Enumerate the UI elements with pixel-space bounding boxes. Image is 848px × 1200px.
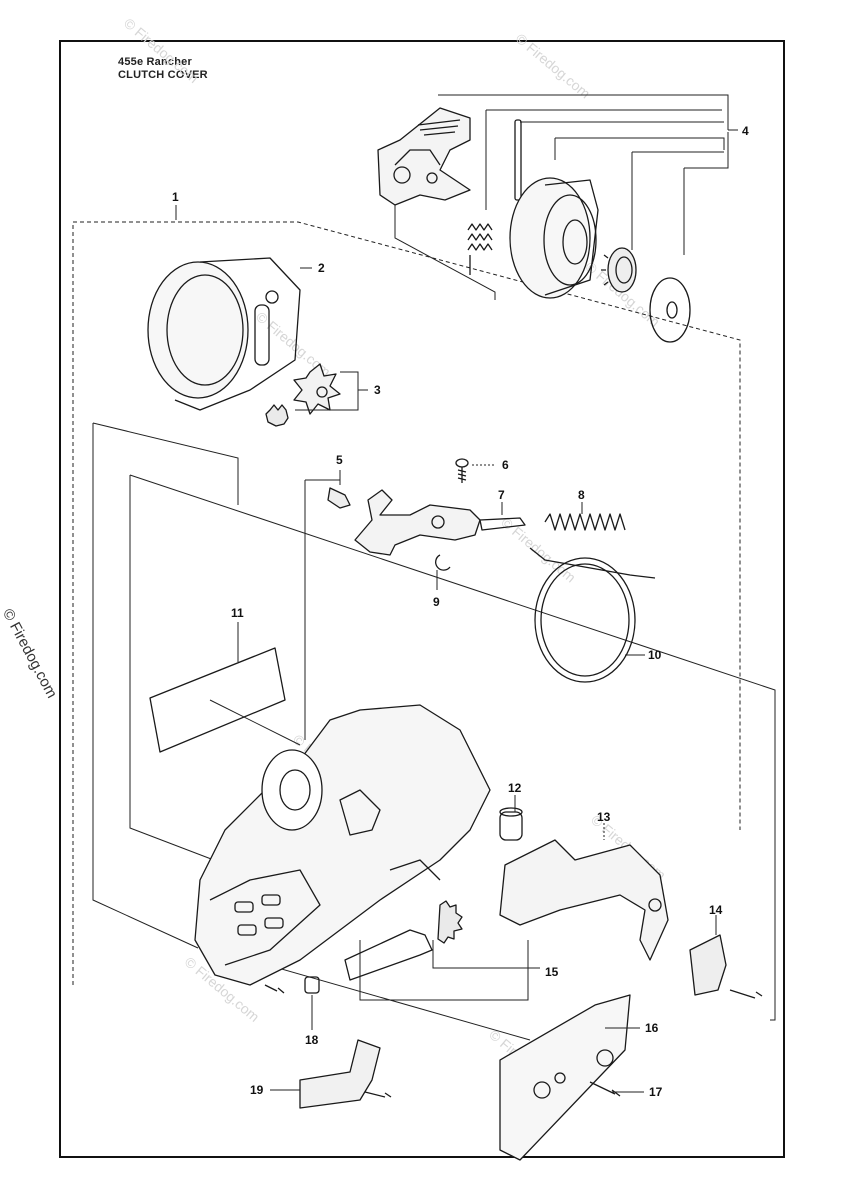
clutch-cover-part: [194, 704, 491, 986]
brake-pin-part: [514, 119, 522, 201]
callout-19: 19: [250, 1083, 264, 1097]
callout-6: 6: [502, 458, 509, 472]
adjuster-nut-part: [304, 976, 320, 994]
brake-lever-part: [354, 489, 526, 556]
brake-spring-part: [467, 223, 493, 275]
brake-handle-part: [377, 107, 471, 206]
callout-2: 2: [318, 261, 325, 275]
callout-14: 14: [709, 903, 723, 917]
screw-part: [455, 458, 469, 483]
watermark-2: © Firedog.com: [513, 30, 594, 101]
adjuster-sprocket-part: [344, 900, 463, 981]
clutch-drum-part: [509, 177, 599, 299]
rim-sprocket-part: [601, 247, 637, 293]
callout-7: 7: [498, 488, 505, 502]
decal-part: [149, 647, 286, 753]
chain-tensioner-gears-part: [265, 363, 341, 427]
callout-18: 18: [305, 1033, 319, 1047]
callout-3: 3: [374, 383, 381, 397]
pivot-pin-part: [327, 487, 351, 509]
e-clip-part: [435, 554, 451, 571]
callout-1: 1: [172, 190, 179, 204]
item4-leaders: [438, 94, 738, 255]
diagram-frame: [59, 40, 785, 1158]
chain-catcher-plate-part: [499, 839, 669, 961]
callout-17: 17: [649, 1085, 663, 1099]
callout-5: 5: [336, 453, 343, 467]
chain-catcher-part: [689, 934, 763, 999]
callout-11: 11: [231, 606, 244, 620]
bushing-part: [499, 807, 523, 841]
callout-16: 16: [645, 1021, 659, 1035]
callout-12: 12: [508, 781, 522, 795]
callouts: 1 2 3 4 5 6 7 8 9 10 11 12 13 14 15 16 1: [172, 124, 749, 1099]
brake-spring-coil-part: [544, 513, 626, 531]
watermark-1: © Firedog.com: [121, 15, 202, 86]
washer-part: [649, 277, 691, 343]
leader-lines: [92, 160, 776, 1041]
section-title: CLUTCH COVER: [118, 69, 208, 81]
callout-10: 10: [648, 648, 662, 662]
callout-8: 8: [578, 488, 585, 502]
brake-band-part: [529, 547, 656, 683]
assembly-outline: [72, 216, 741, 985]
callout-13: 13: [597, 810, 611, 824]
callout-15: 15: [545, 965, 559, 979]
plate-screw-part: [589, 1081, 621, 1097]
callout-9: 9: [433, 595, 440, 609]
callout-4: 4: [742, 124, 749, 138]
guide-plate-part: [499, 994, 631, 1161]
parts-artwork: [147, 107, 763, 1161]
bar-guide-part: [299, 1039, 392, 1109]
bearing-housing-part: [147, 257, 301, 411]
model-title: 455e Rancher: [118, 56, 192, 68]
